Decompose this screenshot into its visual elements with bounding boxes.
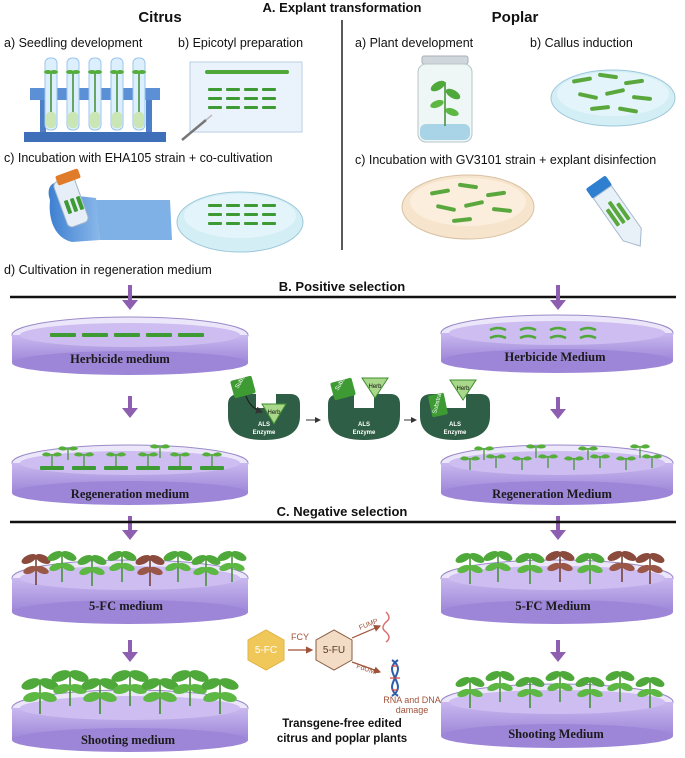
als-enzyme-3 [420,379,490,440]
section-b-title: B. Positive selection [279,279,405,294]
enzyme-label-1a: ALS [258,422,270,428]
falcon-tube-illustration [586,176,642,247]
citrus-herbicide-label: Herbicide medium [70,352,170,366]
poplar-regeneration-label: Regeneration Medium [492,487,612,501]
enzyme-label-2b: Enzyme [353,430,376,436]
citrus-shooting-dish [11,667,249,752]
citrus-regeneration-label: Regeneration medium [71,487,190,501]
citrus-herbicide-dish [11,316,249,375]
herb-label-1: Herb [267,410,281,416]
citrus-step-d: d) Cultivation in regeneration medium [4,263,212,277]
citrus-5fc-dish [11,548,249,624]
citrus-column-title: Citrus [138,9,181,26]
test-tube-rack-illustration [24,57,166,142]
enzyme-label-2a: ALS [358,422,370,428]
damage-label-1: RNA and DNA [383,695,441,705]
callus-dish-illustration [550,69,676,127]
als-enzyme-2 [328,377,400,440]
enzyme-label-3b: Enzyme [444,430,467,436]
5fc-pathway [247,611,400,697]
fu-molecule-label: 5-FU [323,645,345,656]
citrus-shooting-label: Shooting medium [81,733,176,747]
result-caption-line1: Transgene-free edited [282,718,402,730]
citrus-step-c: c) Incubation with EHA105 strain + co-cu… [4,151,273,165]
enzyme-label-1b: Enzyme [253,430,276,436]
fdump-label: FdUMP [355,663,380,677]
fcy-label: FCY [291,632,309,642]
herb-label-3: Herb [456,386,470,392]
process-arrows [122,285,566,662]
epicotyl-board-illustration [181,61,303,141]
incubation-dish-illustration [401,174,535,240]
poplar-step-a: a) Plant development [355,36,474,50]
gloved-hand-illustration [48,168,172,242]
cocultivation-dish-illustration [176,191,304,253]
citrus-5fc-label: 5-FC medium [89,599,164,613]
poplar-herbicide-dish [440,314,674,373]
poplar-column-title: Poplar [492,9,539,26]
damage-label-2: damage [396,705,429,715]
poplar-regeneration-dish [440,443,674,505]
poplar-step-b: b) Callus induction [530,36,633,50]
result-caption-line2: citrus and poplar plants [277,733,407,745]
als-mechanism [228,375,300,440]
section-c-title: C. Negative selection [277,504,408,519]
citrus-regeneration-dish [11,443,249,505]
fc-molecule-label: 5-FC [255,645,277,656]
poplar-5fc-dish [440,548,674,624]
poplar-herbicide-label: Herbicide Medium [504,350,606,364]
plant-jar-illustration [417,55,473,143]
section-a-title: A. Explant transformation [263,0,422,15]
poplar-shooting-dish [440,668,674,748]
citrus-step-a: a) Seedling development [4,36,143,50]
poplar-5fc-label: 5-FC Medium [515,599,591,613]
citrus-step-b: b) Epicotyl preparation [178,36,303,50]
poplar-step-c: c) Incubation with GV3101 strain + expla… [355,153,656,167]
enzyme-label-3a: ALS [449,422,461,428]
herb-label-2: Herb [368,384,382,390]
poplar-shooting-label: Shooting Medium [508,727,604,741]
fump-label: FUMP [358,618,379,632]
